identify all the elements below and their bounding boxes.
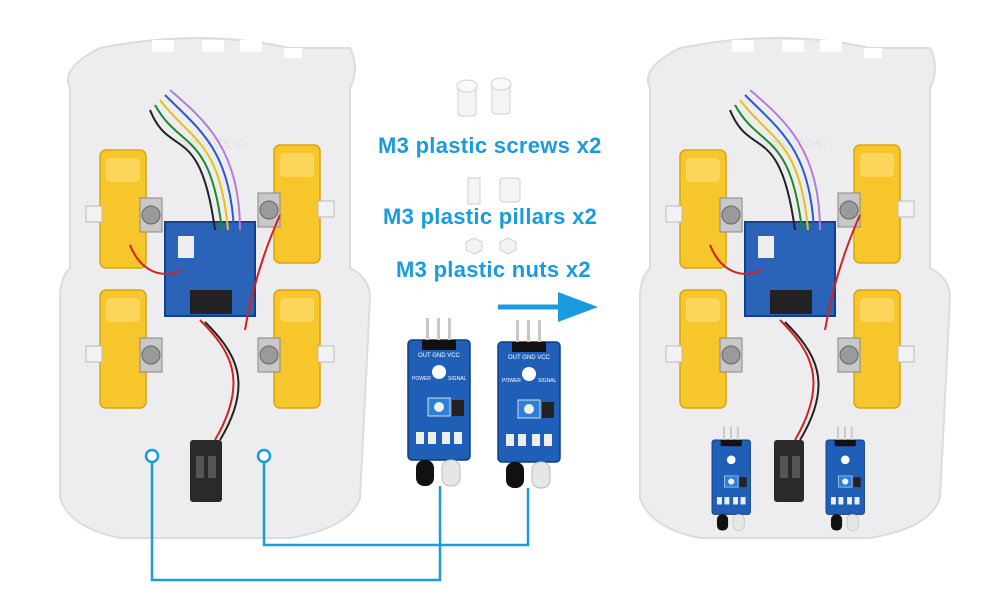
nuts-label: M3 plastic nuts x2 [396, 257, 591, 282]
right-display-module [774, 440, 804, 502]
sensor-module-2 [497, 319, 561, 489]
screws-label: M3 plastic screws x2 [378, 133, 602, 158]
nut-icon [465, 237, 517, 255]
pillars-label: M3 plastic pillars x2 [383, 204, 598, 229]
mounting-connector-lines [144, 448, 530, 582]
right-chassis [639, 37, 951, 539]
left-wires [129, 89, 281, 441]
sensor-module-1 [407, 317, 471, 487]
pillar-icon [467, 177, 521, 205]
sensor-1-pins-label: OUT GND VCC [418, 353, 461, 359]
right-wires [709, 89, 861, 441]
right-arrow-icon [498, 292, 598, 322]
sensor-2-pins-label: OUT GND VCC [508, 355, 551, 361]
sensor-2-signal-label: SIGNAL [538, 378, 557, 384]
sensor-1-power-label: POWER [412, 376, 431, 382]
left-display-module [190, 440, 222, 502]
sensor-1-signal-label: SIGNAL [448, 376, 467, 382]
left-chassis [59, 37, 371, 539]
right-driver-board [744, 221, 836, 317]
left-driver-board [164, 221, 256, 317]
sensor-2-power-label: POWER [502, 378, 521, 384]
screw-icon [456, 77, 512, 117]
